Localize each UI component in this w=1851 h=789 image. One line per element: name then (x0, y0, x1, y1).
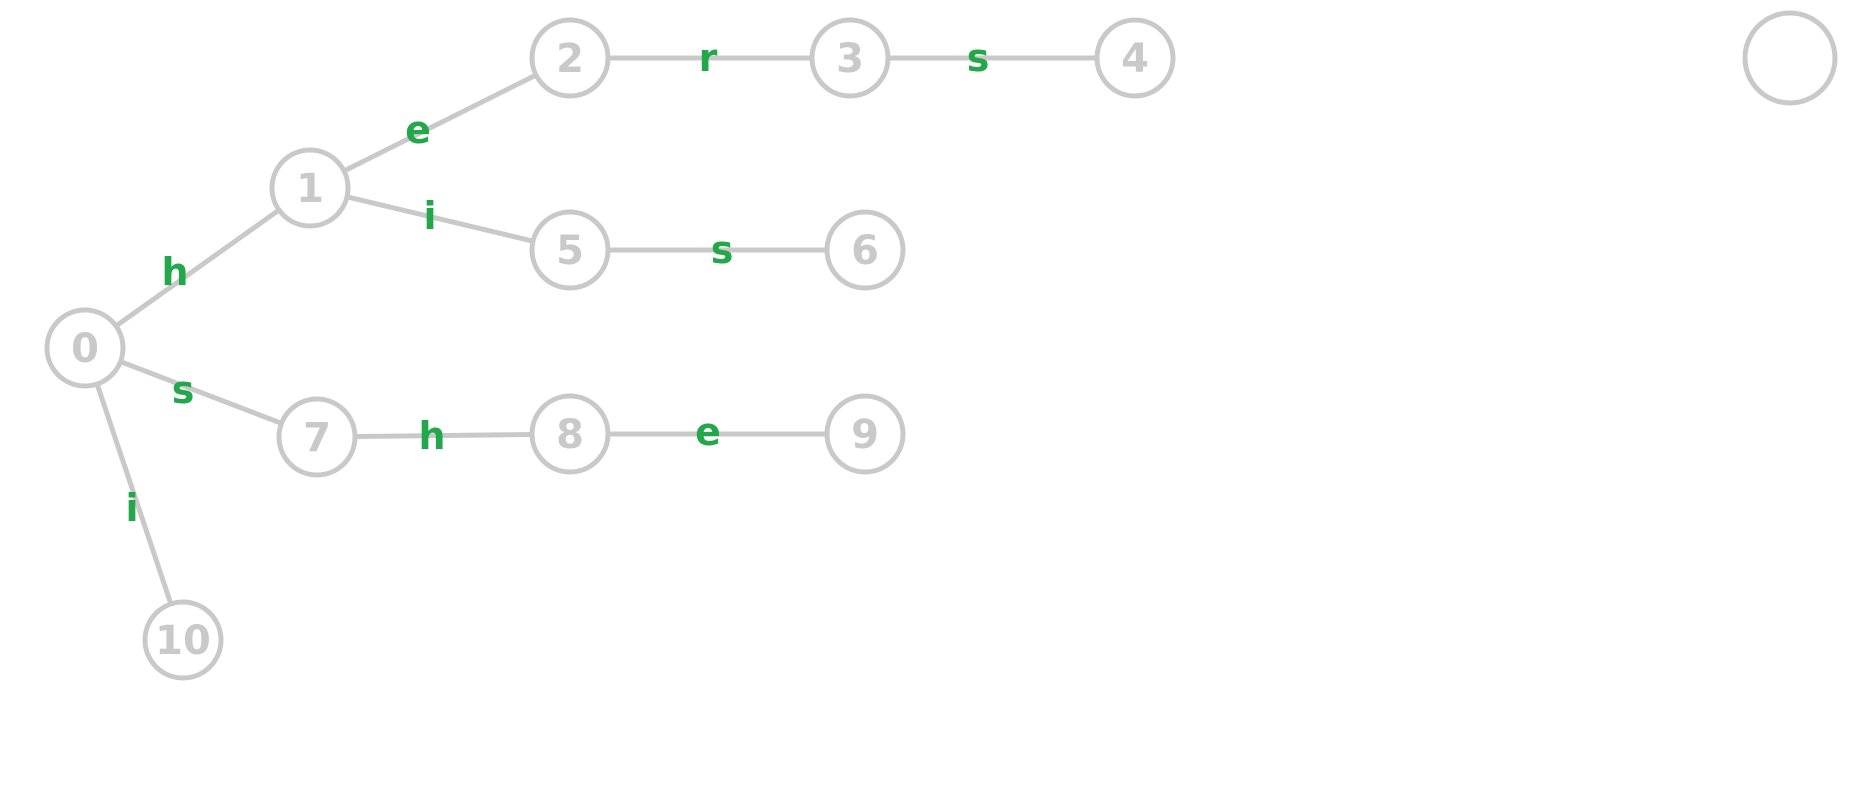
node-label-5: 5 (556, 228, 584, 274)
node-circle-2[interactable] (529, 17, 611, 99)
graph-node-3[interactable]: 3 (809, 17, 891, 99)
graph-node-4[interactable]: 4 (1094, 17, 1176, 99)
node-label-2: 2 (556, 36, 584, 82)
node-label-1: 1 (296, 166, 324, 212)
node-circle-10[interactable] (142, 599, 224, 681)
edge-label-1-5: i (423, 194, 436, 238)
edge-label-3-4: s (967, 36, 990, 80)
node-circle-4[interactable] (1094, 17, 1176, 99)
edge-label-5-6: s (711, 228, 734, 272)
graph-edge-0-10[interactable] (94, 383, 174, 605)
node-label-10: 10 (155, 618, 211, 664)
graph-node-1[interactable]: 1 (269, 147, 351, 229)
graph-edge-1-5[interactable] (346, 194, 534, 244)
graph-node-6[interactable]: 6 (824, 209, 906, 291)
graph-edge-1-2[interactable] (342, 72, 538, 174)
graph-node-empty[interactable] (1742, 10, 1838, 106)
edge-layer (94, 55, 1097, 605)
edge-label-8-9: e (695, 410, 721, 454)
node-circle-8[interactable] (529, 393, 611, 475)
graph-node-0[interactable]: 0 (44, 307, 126, 389)
node-label-0: 0 (71, 326, 99, 372)
node-circle-0[interactable] (44, 307, 126, 389)
edge-label-0-10: i (125, 486, 138, 530)
edge-label-0-7: s (172, 368, 195, 412)
edge-label-1-2: e (405, 108, 431, 152)
node-circle-5[interactable] (529, 209, 611, 291)
node-circle-6[interactable] (824, 209, 906, 291)
node-label-4: 4 (1121, 36, 1149, 82)
node-layer: 0 1 2 3 4 5 6 7 8 9 10 (44, 10, 1838, 681)
node-label-3: 3 (836, 36, 864, 82)
node-circle-empty[interactable] (1742, 10, 1838, 106)
node-circle-3[interactable] (809, 17, 891, 99)
node-circle-9[interactable] (824, 393, 906, 475)
node-circle-7[interactable] (276, 396, 358, 478)
graph-edge-0-1[interactable] (114, 207, 281, 329)
node-label-9: 9 (851, 412, 879, 458)
node-circle-1[interactable] (269, 147, 351, 229)
graph-node-5[interactable]: 5 (529, 209, 611, 291)
graph-node-8[interactable]: 8 (529, 393, 611, 475)
edge-label-7-8: h (418, 414, 445, 458)
node-label-7: 7 (303, 415, 331, 461)
edge-label-2-3: r (699, 36, 718, 80)
graph-node-2[interactable]: 2 (529, 17, 611, 99)
graph-edge-7-8[interactable] (354, 431, 533, 440)
node-label-8: 8 (556, 412, 584, 458)
edge-label-0-1: h (161, 250, 188, 294)
graph-node-10[interactable]: 10 (142, 599, 224, 681)
graph-node-7[interactable]: 7 (276, 396, 358, 478)
graph-edge-0-7[interactable] (119, 359, 283, 426)
node-label-6: 6 (851, 228, 879, 274)
graph-node-9[interactable]: 9 (824, 393, 906, 475)
